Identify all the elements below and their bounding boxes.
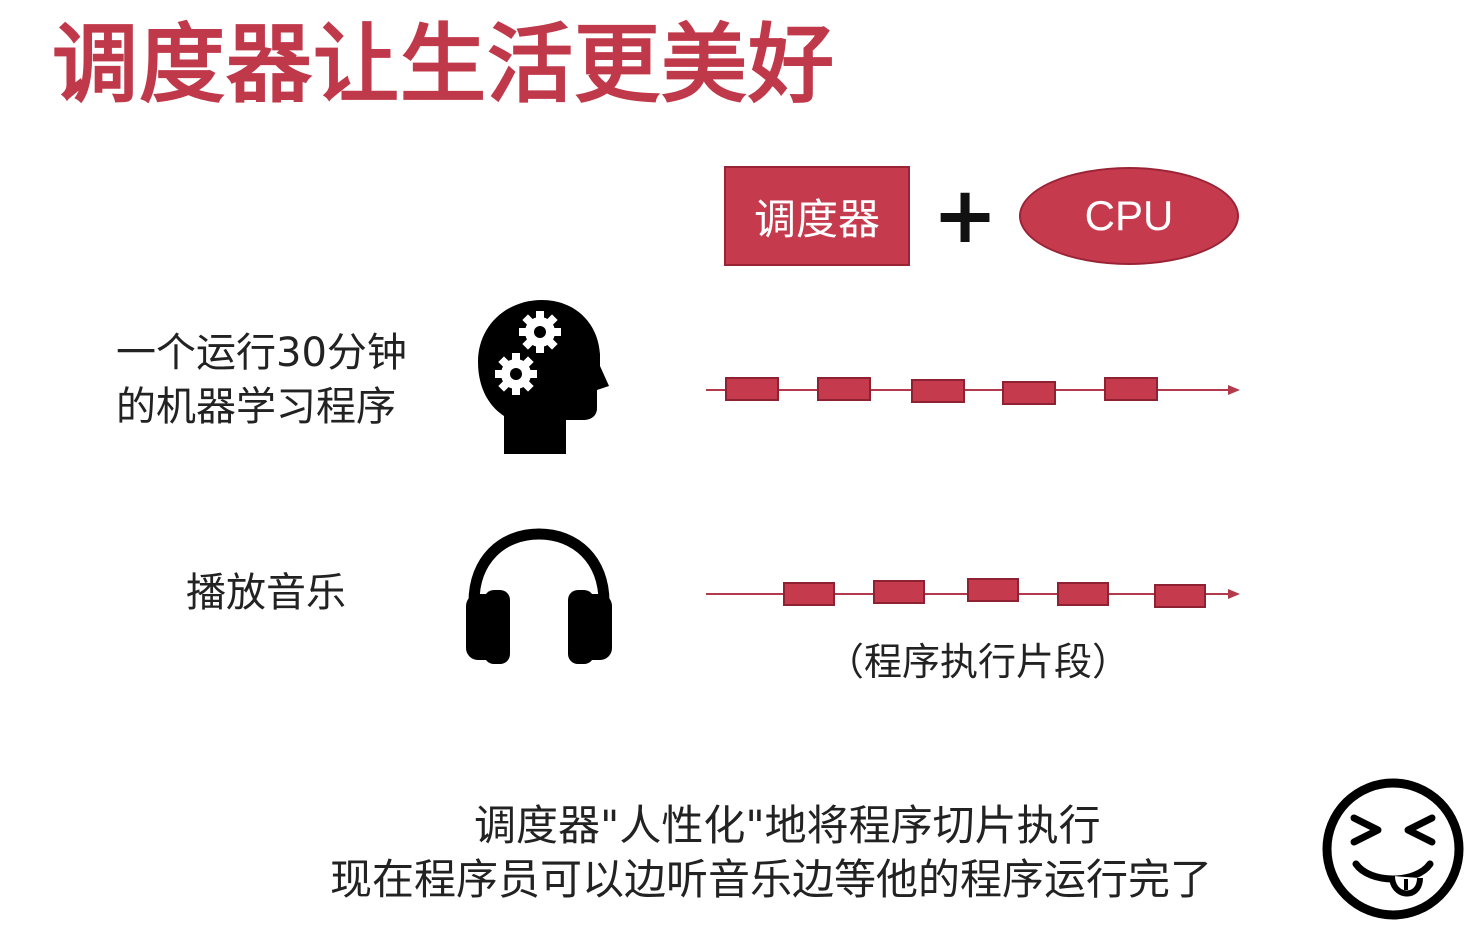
timeline-music (706, 578, 1240, 608)
ml-program-label-line2: 的机器学习程序 (116, 384, 396, 430)
program-segment (967, 578, 1019, 602)
program-segment (1154, 584, 1206, 608)
scheduler-box: 调度器 (724, 166, 910, 266)
timeline-ml (706, 377, 1240, 405)
program-segment (873, 580, 925, 604)
cpu-ellipse: CPU (1019, 167, 1239, 265)
footer-line-2: 现在程序员可以边听音乐边等他的程序运行完了 (330, 855, 1213, 904)
cpu-label: CPU (1084, 192, 1174, 239)
page-title: 调度器让生活更美好 (52, 15, 835, 115)
program-segment (1002, 381, 1056, 405)
headphones-icon (466, 528, 612, 664)
timeline-caption: （程序执行片段） (826, 640, 1131, 684)
laughing-tongue-face-icon (1322, 778, 1464, 920)
program-segment (911, 379, 965, 403)
footer-line-1: 调度器"人性化"地将程序切片执行 (474, 801, 1101, 850)
program-segment (1057, 582, 1109, 606)
music-label: 播放音乐 (186, 570, 346, 616)
program-segment (725, 377, 779, 401)
program-segment (783, 582, 835, 606)
program-segment (1104, 377, 1158, 401)
program-segment (817, 377, 871, 401)
scheduler-label: 调度器 (753, 194, 880, 244)
ml-program-label-line1: 一个运行30分钟 (116, 330, 407, 376)
plus-symbol: + (932, 171, 998, 261)
head-gears-icon (478, 300, 609, 454)
